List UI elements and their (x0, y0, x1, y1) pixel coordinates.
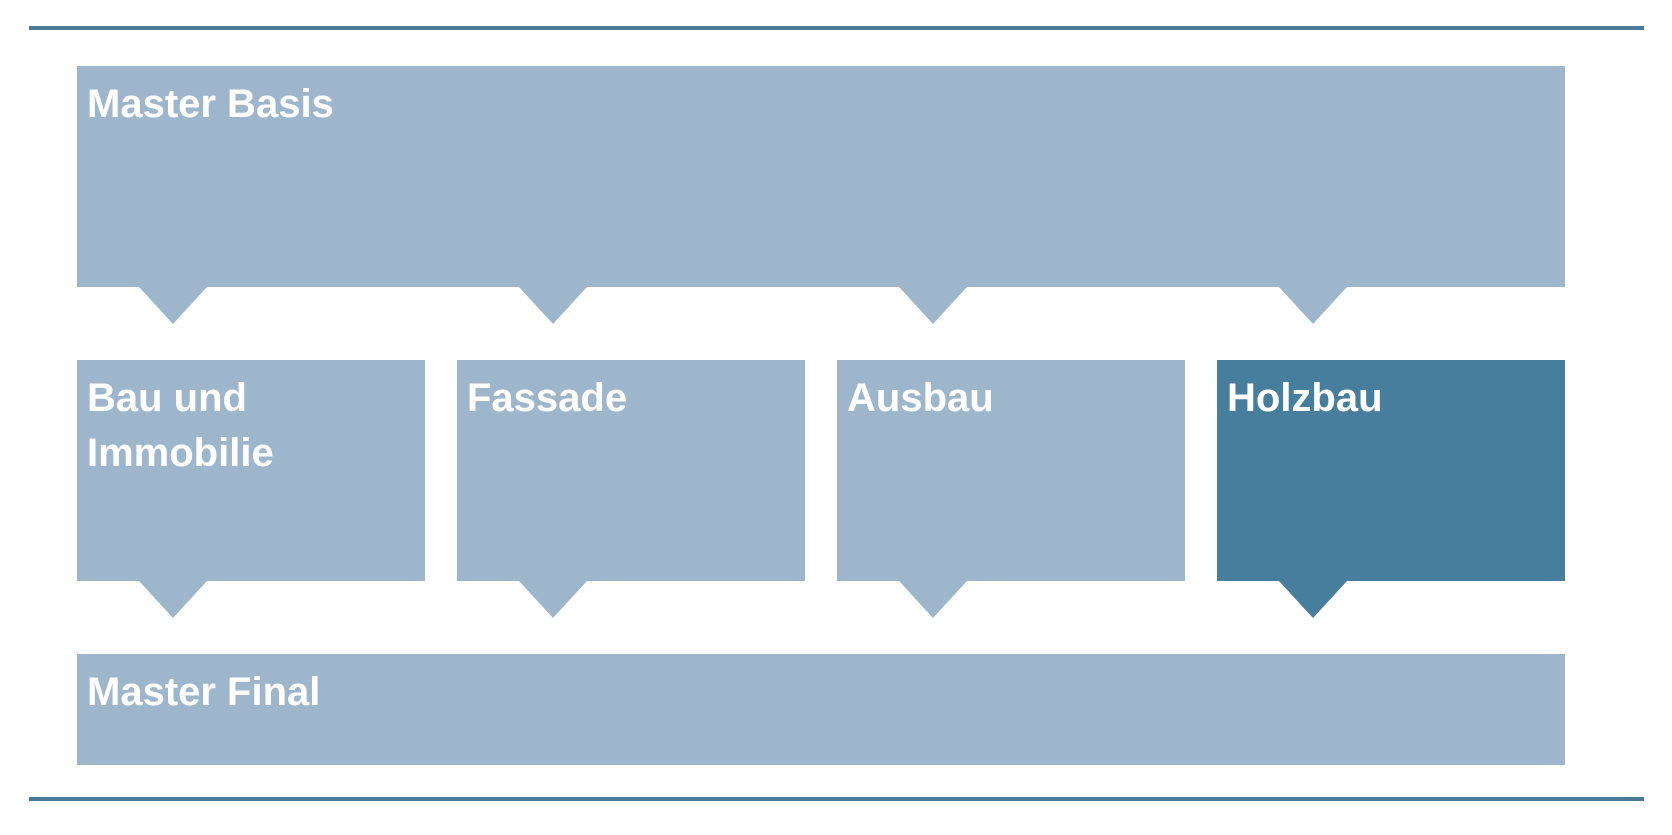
module-bau-und-immobilie: Bau und Immobilie (77, 360, 425, 581)
basis-to-module-arrow-1 (139, 287, 207, 324)
module-to-final-arrow-2 (519, 581, 587, 618)
master-final-block: Master Final (77, 654, 1565, 765)
module-fassade: Fassade (457, 360, 805, 581)
module-label: Ausbau (847, 376, 994, 420)
module-to-final-arrow-3 (899, 581, 967, 618)
module-label: Fassade (467, 376, 628, 420)
module-ausbau: Ausbau (837, 360, 1185, 581)
basis-to-module-arrow-2 (519, 287, 587, 324)
master-basis-block: Master Basis (77, 66, 1565, 287)
bottom-rule (29, 797, 1644, 801)
master-basis-label: Master Basis (87, 82, 334, 126)
module-to-final-arrow-1 (139, 581, 207, 618)
module-label: Holzbau (1227, 376, 1383, 420)
module-to-final-arrow-4 (1279, 581, 1347, 618)
top-rule (29, 26, 1644, 30)
module-holzbau: Holzbau (1217, 360, 1565, 581)
basis-to-module-arrow-4 (1279, 287, 1347, 324)
master-final-label: Master Final (87, 670, 321, 714)
basis-to-module-arrow-3 (899, 287, 967, 324)
module-label: Bau und Immobilie (87, 376, 274, 475)
